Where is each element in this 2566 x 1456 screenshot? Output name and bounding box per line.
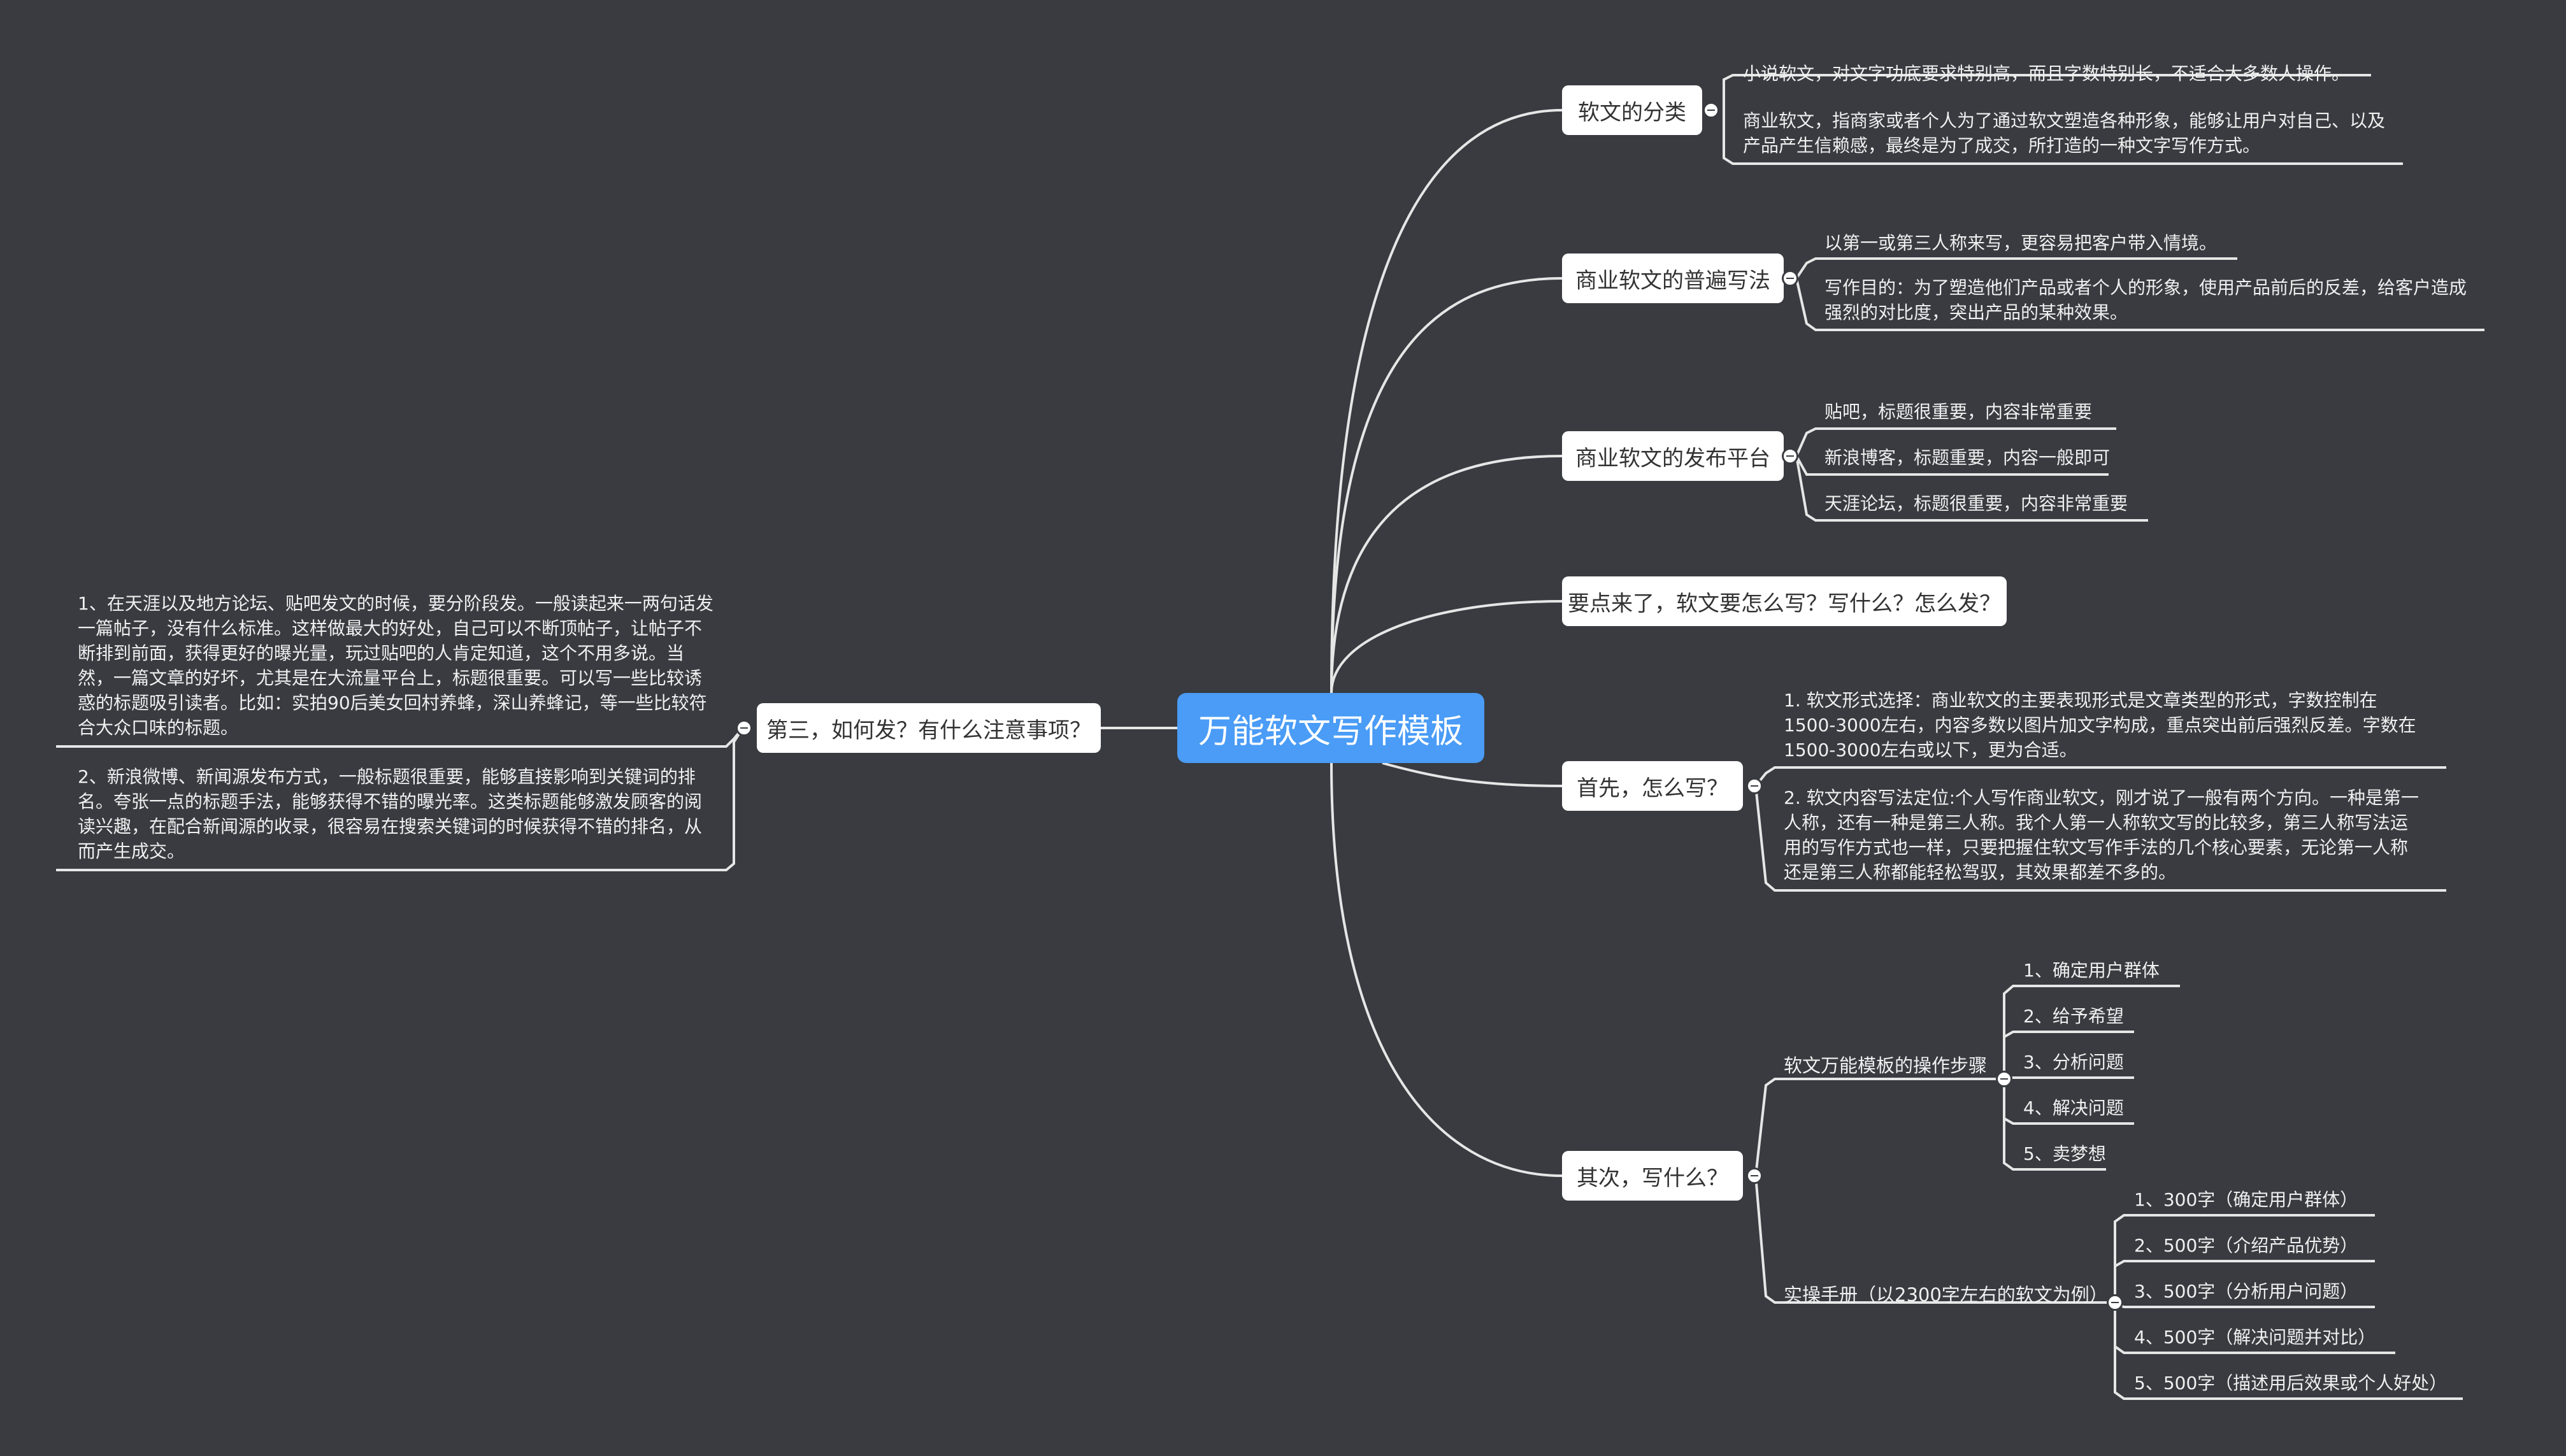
topic-platforms[interactable]: 商业软文的发布平台 (1562, 431, 1784, 481)
leaf-classification-2[interactable]: 商业软文，指商家或者个人为了通过软文塑造各种形象，能够让用户对自己、以及产品产生… (1743, 110, 2386, 156)
steps-label[interactable]: 软文万能模板的操作步骤 (1784, 1055, 1988, 1076)
topic-common-method[interactable]: 商业软文的普遍写法 (1562, 253, 1784, 303)
collapse-toggle-icon[interactable] (736, 720, 752, 736)
collapse-toggle-icon[interactable] (1996, 1071, 2012, 1087)
topic-key-points[interactable]: 要点来了，软文要怎么写？写什么？怎么发？ (1562, 576, 2007, 626)
topic-second-what[interactable]: 其次，写什么？ (1562, 1151, 1743, 1201)
manual-item[interactable]: 3、500字（分析用户问题） (2134, 1281, 2358, 1302)
topic-first-how[interactable]: 首先，怎么写？ (1562, 761, 1743, 811)
leaf-first-how-2[interactable]: 2. 软文内容写法定位:个人写作商业软文，刚才说了一般有两个方向。一种是第一人称… (1784, 787, 2419, 883)
leaf-third-publish-1[interactable]: 1、在天涯以及地方论坛、贴吧发文的时候，要分阶段发。一般读起来一两句话发一篇帖子… (78, 593, 713, 738)
leaf-platform-3[interactable]: 天涯论坛，标题很重要，内容非常重要 (1824, 493, 2128, 514)
collapse-toggle-icon[interactable] (1782, 448, 1798, 464)
manual-item[interactable]: 4、500字（解决问题并对比） (2134, 1327, 2376, 1348)
leaf-platform-2[interactable]: 新浪博客，标题重要，内容一般即可 (1824, 447, 2111, 468)
topic-third-publish[interactable]: 第三，如何发？有什么注意事项？ (757, 703, 1101, 753)
collapse-toggle-icon[interactable] (1746, 1167, 1763, 1184)
collapse-toggle-icon[interactable] (1746, 778, 1763, 794)
topic-classification[interactable]: 软文的分类 (1562, 85, 1702, 135)
step-item[interactable]: 2、给予希望 (2023, 1006, 2124, 1027)
collapse-toggle-icon[interactable] (1782, 270, 1798, 287)
leaf-classification-1[interactable]: 小说软文，对文字功底要求特别高，而且字数特别长，不适合大多数人操作。 (1743, 63, 2350, 84)
leaf-first-how-1[interactable]: 1. 软文形式选择：商业软文的主要表现形式是文章类型的形式，字数控制在1500-… (1784, 690, 2416, 760)
step-item[interactable]: 3、分析问题 (2023, 1052, 2124, 1073)
leaf-platform-1[interactable]: 贴吧，标题很重要，内容非常重要 (1824, 401, 2093, 422)
leaf-method-1[interactable]: 以第一或第三人称来写，更容易把客户带入情境。 (1824, 232, 2218, 253)
root-topic[interactable]: 万能软文写作模板 (1177, 693, 1484, 763)
manual-item[interactable]: 2、500字（介绍产品优势） (2134, 1235, 2358, 1256)
leaf-method-2[interactable]: 写作目的：为了塑造他们产品或者个人的形象，使用产品前后的反差，给客户造成强烈的对… (1824, 277, 2467, 323)
manual-label[interactable]: 实操手册（以2300字左右的软文为例） (1784, 1284, 2108, 1306)
manual-item[interactable]: 1、300字（确定用户群体） (2134, 1189, 2358, 1210)
leaf-third-publish-2[interactable]: 2、新浪微博、新闻源发布方式，一般标题很重要，能够直接影响到关键词的排名。夸张一… (78, 766, 703, 862)
manual-item[interactable]: 5、500字（描述用后效果或个人好处） (2134, 1373, 2448, 1394)
collapse-toggle-icon[interactable] (1703, 102, 1719, 118)
step-item[interactable]: 5、卖梦想 (2023, 1143, 2106, 1164)
step-item[interactable]: 1、确定用户群体 (2023, 960, 2160, 981)
step-item[interactable]: 4、解决问题 (2023, 1097, 2124, 1118)
collapse-toggle-icon[interactable] (2107, 1294, 2123, 1311)
